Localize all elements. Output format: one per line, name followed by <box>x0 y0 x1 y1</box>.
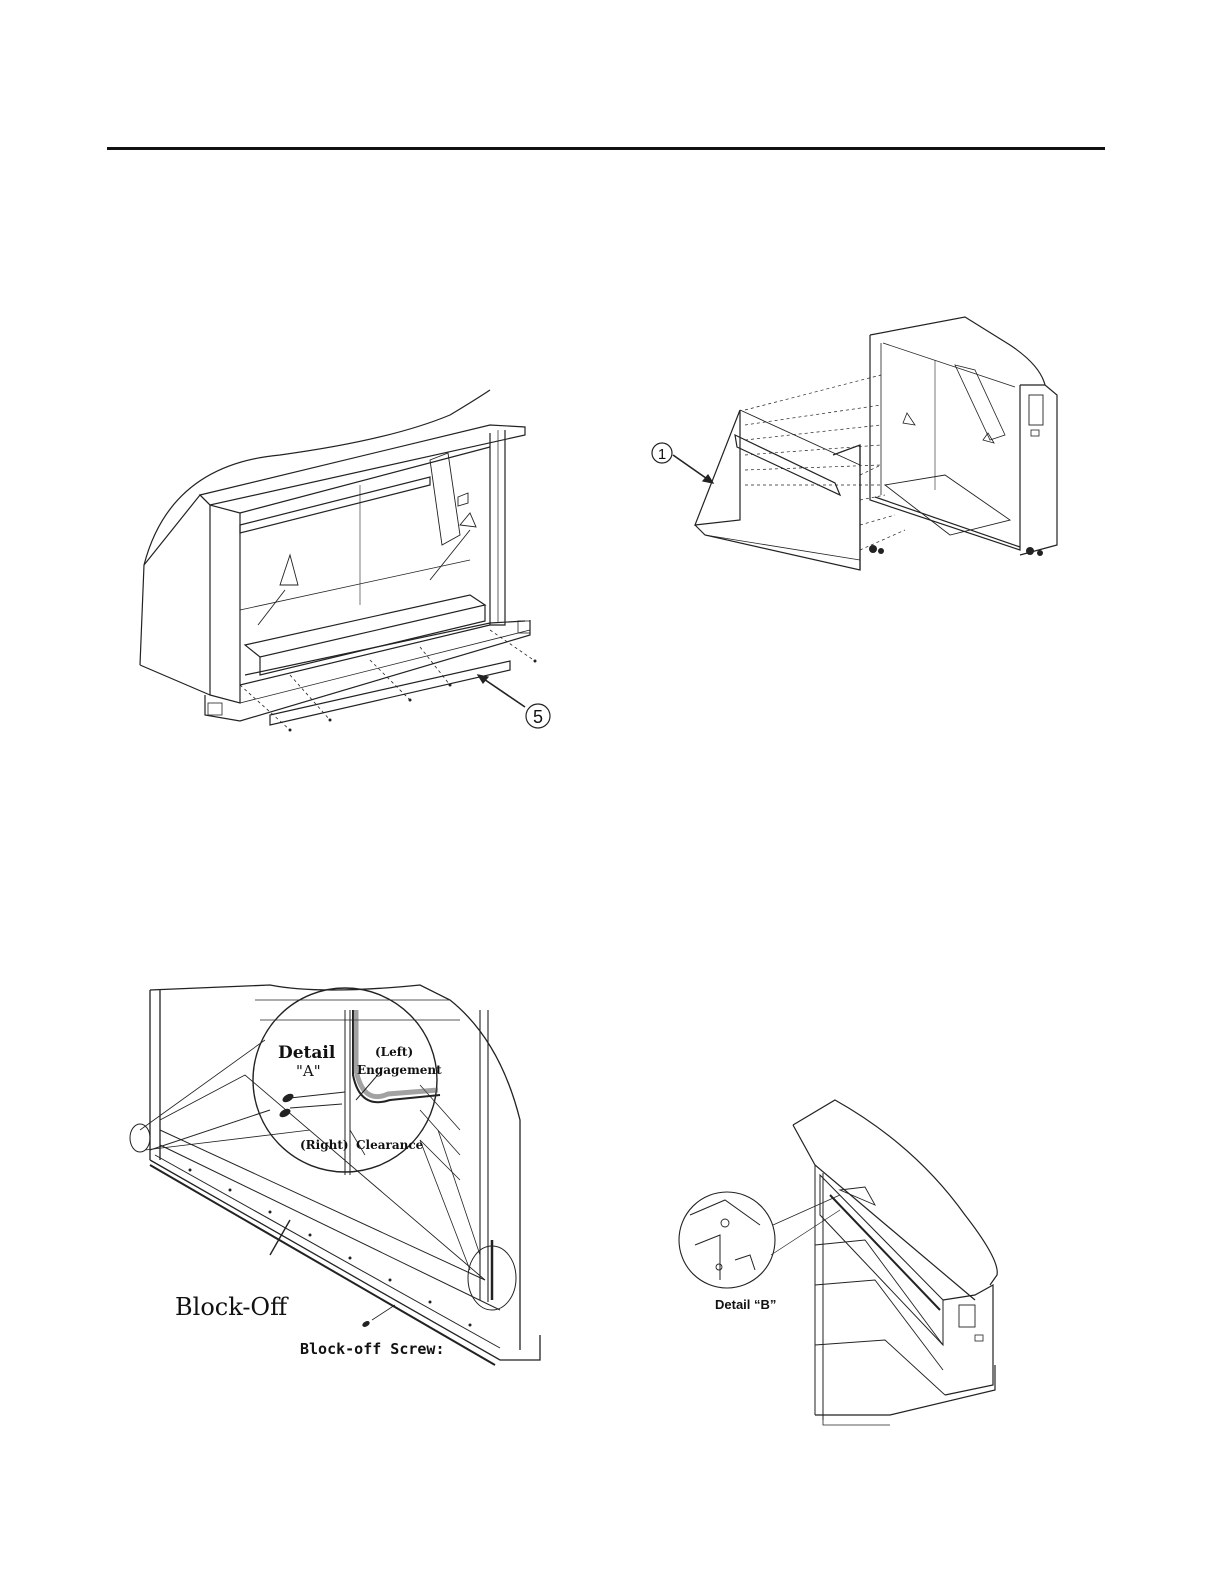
detail-b-circle <box>679 1192 775 1288</box>
left-side-panel <box>210 505 240 703</box>
callout-number: 1 <box>658 446 666 463</box>
left-label: (Left) <box>375 1045 413 1059</box>
detail-a-subtitle: "A" <box>296 1062 321 1080</box>
clearance-label: Clearance <box>356 1138 424 1152</box>
unit-cutaway-outline <box>793 1100 997 1285</box>
right-post <box>490 430 505 625</box>
block-off-rail <box>150 1165 495 1365</box>
block-off-drawing: Detail "A" (Left) Engagement (Right) Cle… <box>120 980 560 1375</box>
unit-bottom-rail-drawing: 5 <box>130 385 560 745</box>
header-rule <box>107 147 1105 150</box>
right-label: (Right) <box>300 1138 349 1152</box>
hood-left-panel <box>695 410 740 525</box>
detail-a-title: Detail <box>278 1043 336 1063</box>
block-off-label: Block-Off <box>175 1293 289 1321</box>
block-off-screw-label: Block-off Screw: <box>300 1340 445 1358</box>
figure-hood-assembly: 1 <box>645 315 1065 590</box>
cabinet-cutaway-outline <box>140 390 490 665</box>
hood-rail <box>735 435 840 495</box>
hood-detail-b-drawing: Detail “B” <box>675 1095 1035 1435</box>
left-corner-circle <box>130 1124 150 1152</box>
right-post <box>480 1010 488 1302</box>
bottom-tray <box>245 595 485 657</box>
callout-number: 5 <box>533 707 543 727</box>
figure-block-off-detail: Detail "A" (Left) Engagement (Right) Cle… <box>120 980 560 1375</box>
hood-assembly-drawing: 1 <box>645 315 1065 590</box>
control-panel <box>1029 395 1043 425</box>
figure-unit-bottom-rail: 5 <box>130 385 560 745</box>
right-bracket <box>460 513 476 527</box>
unit-outline <box>870 335 1020 550</box>
left-bracket <box>280 555 298 585</box>
cabinet-top-edge <box>200 425 525 505</box>
detail-b-label: Detail “B” <box>715 1297 776 1312</box>
unit-top-edge <box>870 317 1045 385</box>
figure-hood-detail-b: Detail “B” <box>675 1095 1035 1435</box>
control-panel <box>959 1305 975 1327</box>
engagement-label: Engagement <box>357 1063 442 1077</box>
